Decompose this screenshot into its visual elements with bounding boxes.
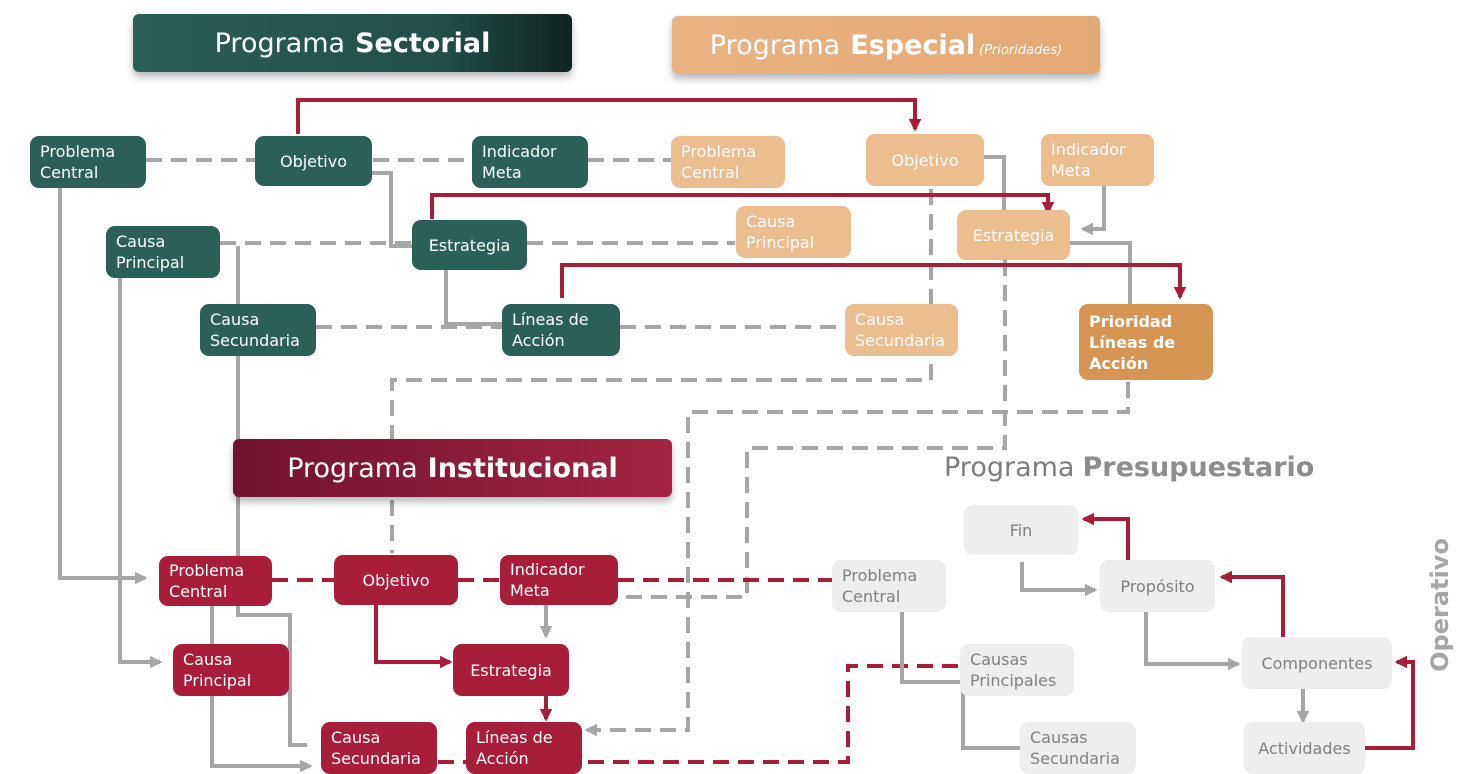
red-connector xyxy=(1081,512,1130,562)
especial-problema-central: Problema Central xyxy=(671,136,785,188)
institucional-causa-secundaria: Causa Secundaria xyxy=(321,722,437,774)
especial-indicador-meta: Indicador Meta xyxy=(1041,134,1154,186)
especial-estrategia: Estrategia xyxy=(957,210,1070,260)
connector xyxy=(372,171,413,248)
institucional-problema-central: Problema Central xyxy=(159,556,272,606)
connector xyxy=(1070,241,1132,304)
connector xyxy=(1080,186,1106,236)
red-connector xyxy=(1365,655,1415,750)
banner-prefix: Programa xyxy=(287,452,418,484)
red-connector xyxy=(560,263,1187,300)
connector xyxy=(118,270,163,669)
banner-programa-institucional: Programa Institucional xyxy=(233,439,672,497)
connector xyxy=(58,187,148,585)
banner-programa-especial: Programa Especial (Prioridades) xyxy=(672,16,1100,74)
title-bold: Presupuestario xyxy=(1082,452,1315,483)
red-connector xyxy=(296,98,922,134)
banner-prefix: Programa xyxy=(709,29,841,61)
connector xyxy=(984,155,1006,212)
sectorial-causa-secundaria: Causa Secundaria xyxy=(200,304,316,356)
red-connector xyxy=(374,605,453,669)
presupuestario-causas-principales: Causas Principales xyxy=(960,644,1074,696)
banner-programa-sectorial: Programa Sectorial xyxy=(133,14,572,72)
especial-causa-principal: Causa Principal xyxy=(736,206,851,258)
sectorial-estrategia: Estrategia xyxy=(412,220,527,270)
sectorial-objetivo: Objetivo xyxy=(255,136,372,186)
institucional-indicador-meta: Indicador Meta xyxy=(500,555,618,605)
presupuestario-proposito: Propósito xyxy=(1100,560,1215,612)
presupuestario-problema-central: Problema Central xyxy=(832,560,946,612)
banner-title: Institucional xyxy=(427,452,618,484)
sectorial-lineas-accion: Líneas de Acción xyxy=(502,304,620,356)
banner-prefix: Programa xyxy=(214,27,346,59)
connector xyxy=(1144,612,1241,671)
institucional-objetivo: Objetivo xyxy=(334,555,458,605)
banner-title: Especial xyxy=(850,29,976,61)
institucional-lineas-accion: Líneas de Acción xyxy=(466,722,582,774)
red-connector xyxy=(1219,570,1285,637)
dashed-connector xyxy=(618,260,1007,599)
title-prefix: Programa xyxy=(944,452,1075,483)
banner-subtitle: (Prioridades) xyxy=(979,42,1063,58)
especial-causa-secundaria: Causa Secundaria xyxy=(845,304,958,356)
presupuestario-causas-secundaria: Causas Secundaria xyxy=(1020,722,1136,774)
presupuestario-componentes: Componentes xyxy=(1242,637,1392,689)
label-operativo: Operativo xyxy=(1426,538,1454,672)
red-connector xyxy=(430,193,1055,219)
sectorial-problema-central: Problema Central xyxy=(30,136,146,188)
presupuestario-actividades: Actividades xyxy=(1244,722,1365,774)
institucional-estrategia: Estrategia xyxy=(453,644,569,696)
banner-title: Sectorial xyxy=(355,27,491,59)
presupuestario-fin: Fin xyxy=(964,505,1078,555)
dashed-connector xyxy=(390,189,933,553)
institucional-causa-principal: Causa Principal xyxy=(173,644,289,696)
sectorial-indicador-meta: Indicador Meta xyxy=(472,136,588,188)
especial-prioridad-lineas-accion: Prioridad Líneas de Acción xyxy=(1079,304,1213,380)
sectorial-causa-principal: Causa Principal xyxy=(106,226,220,278)
connector xyxy=(1020,562,1098,597)
connector xyxy=(444,270,505,326)
especial-objetivo: Objetivo xyxy=(866,134,984,186)
